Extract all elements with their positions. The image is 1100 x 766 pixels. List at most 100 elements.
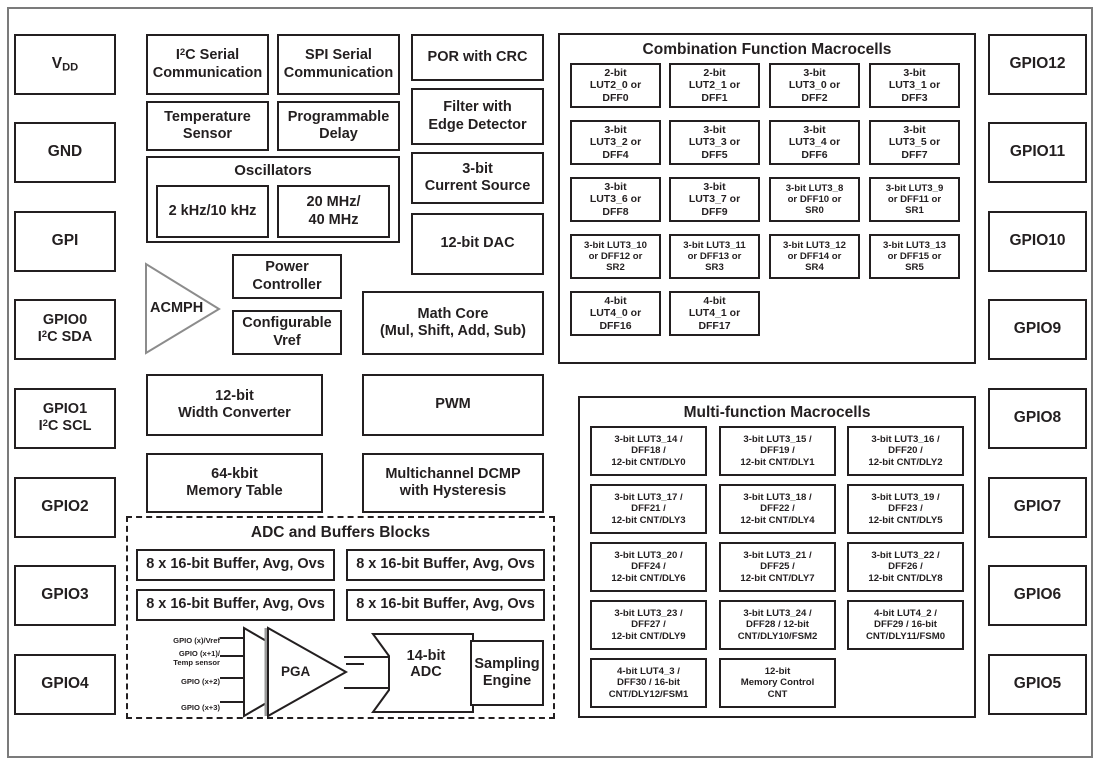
macrocell-lut3-5-label: 3-bit LUT3_5 or DFF7 [888,123,941,161]
pin-vdd: VDD [14,34,116,95]
macrocell-lut3-11-label: 3-bit LUT3_11 or DFF13 or SR3 [683,239,746,274]
adc-buffer-1: 8 x 16-bit Buffer, Avg, Ovs [346,549,545,581]
oscillator-high-freq-label: 20 MHz/ 40 MHz [306,194,361,228]
pin-gnd-label: GND [47,143,83,161]
macrocell-lut3-11: 3-bit LUT3_11 or DFF13 or SR3 [669,234,760,279]
pin-gpio9-label: GPIO9 [1013,320,1062,338]
math-core-block: Math Core (Mul, Shift, Add, Sub) [362,291,544,355]
macrocell-lut3-9-label: 3-bit LUT3_9 or DFF11 or SR1 [885,182,944,217]
macrocell-lut3-9: 3-bit LUT3_9 or DFF11 or SR1 [869,177,960,222]
mf-macrocell-memory-control-cnt: 12-bit Memory Control CNT [719,658,836,708]
adc-converter-shape [371,633,474,713]
mux-input-label-1: GPIO (x+1)/ Temp sensor [173,649,220,667]
mf-macrocell-lut3-15-label: 3-bit LUT3_15 / DFF19 / 12-bit CNT/DLY1 [740,434,815,468]
macrocell-lut3-12: 3-bit LUT3_12 or DFF14 or SR4 [769,234,860,279]
current-source-block: 3-bit Current Source [411,152,544,204]
pin-gpio0: GPIO0 I2C SDA [14,299,116,360]
adc-buffer-0-label: 8 x 16-bit Buffer, Avg, Ovs [146,556,325,573]
mf-macrocell-lut3-17: 3-bit LUT3_17 / DFF21 / 12-bit CNT/DLY3 [590,484,707,534]
pin-gpio3-label: GPIO3 [41,586,89,604]
mf-macrocell-lut3-22-label: 3-bit LUT3_22 / DFF26 / 12-bit CNT/DLY8 [868,550,943,584]
power-controller-label: Power Controller [252,259,322,293]
pin-gpio7: GPIO7 [988,477,1087,538]
sampling-engine-label: Sampling Engine [474,655,540,689]
macrocell-lut3-8: 3-bit LUT3_8 or DFF10 or SR0 [769,177,860,222]
oscillators-title: Oscillators [234,162,312,179]
pga-amplifier-symbol [264,626,364,718]
macrocell-lut3-2-label: 3-bit LUT3_2 or DFF4 [589,123,642,161]
por-crc-label: POR with CRC [427,48,528,65]
oscillator-low-freq: 2 kHz/10 kHz [156,185,269,238]
i2c-serial-label: I2C Serial Communication [152,47,263,81]
adc-buffer-1-label: 8 x 16-bit Buffer, Avg, Ovs [356,556,535,573]
temperature-sensor-block: Temperature Sensor [146,101,269,151]
oscillator-high-freq: 20 MHz/ 40 MHz [277,185,390,238]
pin-gpio6-label: GPIO6 [1013,586,1062,604]
macrocell-lut3-2: 3-bit LUT3_2 or DFF4 [570,120,661,165]
mf-macrocell-lut4-2: 4-bit LUT4_2 / DFF29 / 16-bit CNT/DLY11/… [847,600,964,650]
mf-macrocell-lut3-16-label: 3-bit LUT3_16 / DFF20 / 12-bit CNT/DLY2 [868,434,943,468]
width-converter-label: 12-bit Width Converter [178,387,291,421]
macrocell-lut3-3: 3-bit LUT3_3 or DFF5 [669,120,760,165]
macrocell-lut4-1: 4-bit LUT4_1 or DFF17 [669,291,760,336]
pin-gpio0-label: GPIO0 I2C SDA [37,312,93,346]
dac-block: 12-bit DAC [411,213,544,275]
macrocell-lut3-6-label: 3-bit LUT3_6 or DFF8 [589,180,642,218]
mf-macrocell-lut3-22: 3-bit LUT3_22 / DFF26 / 12-bit CNT/DLY8 [847,542,964,592]
mf-macrocell-lut4-2-label: 4-bit LUT4_2 / DFF29 / 16-bit CNT/DLY11/… [865,608,946,642]
mf-macrocell-lut3-19-label: 3-bit LUT3_19 / DFF23 / 12-bit CNT/DLY5 [868,492,943,526]
pin-gpio11-label: GPIO11 [1009,143,1066,161]
mf-macrocell-lut3-17-label: 3-bit LUT3_17 / DFF21 / 12-bit CNT/DLY3 [611,492,686,526]
acmph-label: ACMPH [150,300,204,316]
macrocell-lut2-0: 2-bit LUT2_0 or DFF0 [570,63,661,108]
pin-gpio2: GPIO2 [14,477,116,538]
pin-gpio4: GPIO4 [14,654,116,715]
pga-to-adc-connector [344,656,390,689]
macrocell-lut2-1: 2-bit LUT2_1 or DFF1 [669,63,760,108]
mf-macrocell-lut3-23: 3-bit LUT3_23 / DFF27 / 12-bit CNT/DLY9 [590,600,707,650]
macrocell-lut3-4: 3-bit LUT3_4 or DFF6 [769,120,860,165]
configurable-vref-label: Configurable Vref [242,315,332,349]
width-converter-block: 12-bit Width Converter [146,374,323,436]
programmable-delay-label: Programmable Delay [287,108,390,142]
macrocell-lut4-0-label: 4-bit LUT4_0 or DFF16 [589,294,642,332]
macrocell-lut3-10: 3-bit LUT3_10 or DFF12 or SR2 [570,234,661,279]
pwm-label: PWM [435,396,471,413]
mf-macrocell-lut3-20-label: 3-bit LUT3_20 / DFF24 / 12-bit CNT/DLY6 [611,550,686,584]
mf-macrocell-lut3-21: 3-bit LUT3_21 / DFF25 / 12-bit CNT/DLY7 [719,542,836,592]
multi-function-macrocells-title: Multi-function Macrocells [683,404,871,421]
i2c-serial-communication-block: I2C Serial Communication [146,34,269,95]
macrocell-lut3-6: 3-bit LUT3_6 or DFF8 [570,177,661,222]
pin-gpio12: GPIO12 [988,34,1087,95]
adc-buffer-2: 8 x 16-bit Buffer, Avg, Ovs [136,589,335,621]
power-controller-block: Power Controller [232,254,342,299]
math-core-label: Math Core (Mul, Shift, Add, Sub) [379,305,527,339]
pga-label: PGA [281,664,311,679]
pin-gpio10: GPIO10 [988,211,1087,272]
macrocell-lut3-7: 3-bit LUT3_7 or DFF9 [669,177,760,222]
temperature-sensor-label: Temperature Sensor [164,108,251,142]
por-with-crc-block: POR with CRC [411,34,544,81]
mux-input-label-3: GPIO (x+3) [180,703,220,712]
pin-gpio12-label: GPIO12 [1009,55,1066,73]
adc-buffer-2-label: 8 x 16-bit Buffer, Avg, Ovs [146,596,325,613]
mf-macrocell-lut3-21-label: 3-bit LUT3_21 / DFF25 / 12-bit CNT/DLY7 [740,550,815,584]
mux-input-label-0: GPIO (x)/Vref [173,636,220,645]
pin-gpio10-label: GPIO10 [1009,232,1066,250]
current-source-label: 3-bit Current Source [424,160,531,194]
pin-gpio5-label: GPIO5 [1013,675,1062,693]
macrocell-lut4-1-label: 4-bit LUT4_1 or DFF17 [688,294,741,332]
mf-macrocell-lut3-14-label: 3-bit LUT3_14 / DFF18 / 12-bit CNT/DLY0 [611,434,686,468]
memory-table-block: 64-kbit Memory Table [146,453,323,513]
pin-gpio7-label: GPIO7 [1013,498,1062,516]
macrocell-lut3-1: 3-bit LUT3_1 or DFF3 [869,63,960,108]
oscillator-low-freq-label: 2 kHz/10 kHz [168,202,257,219]
oscillators-group: Oscillators 2 kHz/10 kHz 20 MHz/ 40 MHz [146,156,400,243]
acmph-comparator-symbol [145,262,221,355]
mf-macrocell-lut3-20: 3-bit LUT3_20 / DFF24 / 12-bit CNT/DLY6 [590,542,707,592]
combination-macrocells-title: Combination Function Macrocells [642,41,892,58]
mf-macrocell-lut3-18: 3-bit LUT3_18 / DFF22 / 12-bit CNT/DLY4 [719,484,836,534]
pin-gpio1: GPIO1 I2C SCL [14,388,116,449]
dac-label: 12-bit DAC [440,235,515,252]
